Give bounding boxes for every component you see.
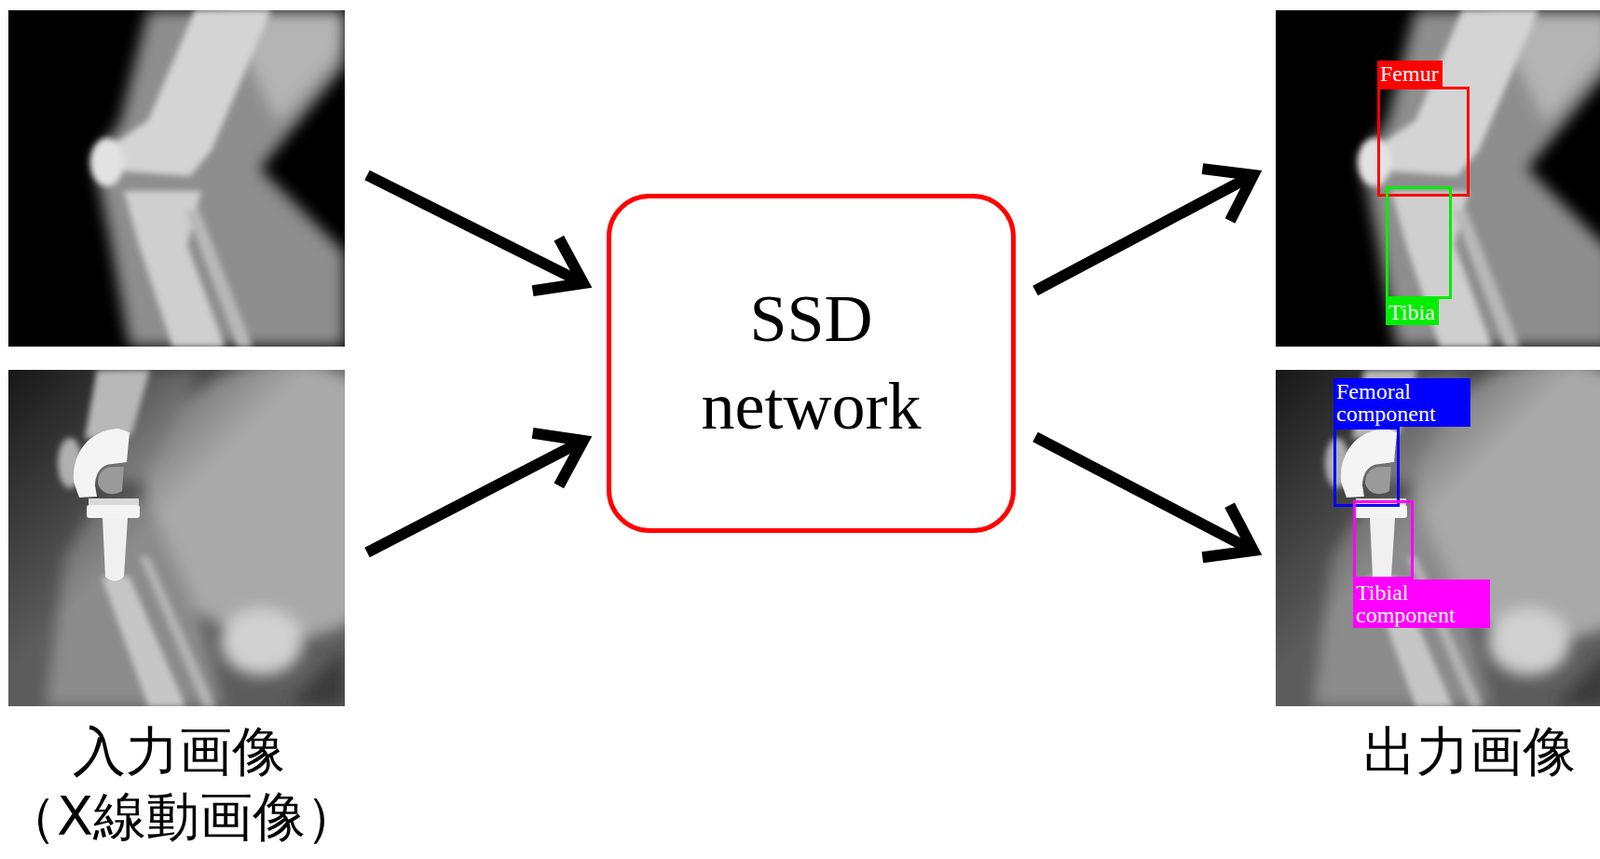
- arrow-head: [1202, 168, 1254, 221]
- detection-box: Femoral component: [1333, 426, 1400, 507]
- detection-box: Femur: [1377, 86, 1470, 197]
- input-xray-knee: [8, 10, 345, 347]
- bbox-label: Tibial component: [1353, 579, 1491, 629]
- bbox-label: Femoral component: [1333, 378, 1471, 427]
- output-xray-knee: [1275, 10, 1600, 347]
- output-xray-implant: [1275, 360, 1600, 707]
- arrow-head: [533, 238, 584, 291]
- image-caption: 入力画像: [72, 719, 286, 783]
- network-box: SSD network: [606, 193, 1016, 534]
- input-xray-implant: [8, 360, 424, 707]
- network-name: SSD network: [657, 275, 966, 451]
- image-caption: （X線動画像）: [3, 784, 359, 848]
- detection-box: Tibial component: [1353, 500, 1414, 580]
- image-caption: 出力画像: [1363, 719, 1576, 783]
- arrow-shaft: [1035, 437, 1248, 548]
- arrow-head: [533, 433, 584, 486]
- detection-box: Tibia: [1385, 186, 1452, 300]
- arrow-shaft: [367, 175, 578, 281]
- bbox-label: Femur: [1377, 60, 1443, 87]
- arrow-shaft: [1035, 177, 1248, 291]
- flow-arrows: [367, 168, 1254, 558]
- arrow-head: [1202, 505, 1254, 558]
- bbox-label: Tibia: [1385, 299, 1439, 326]
- arrow-shaft: [367, 443, 578, 553]
